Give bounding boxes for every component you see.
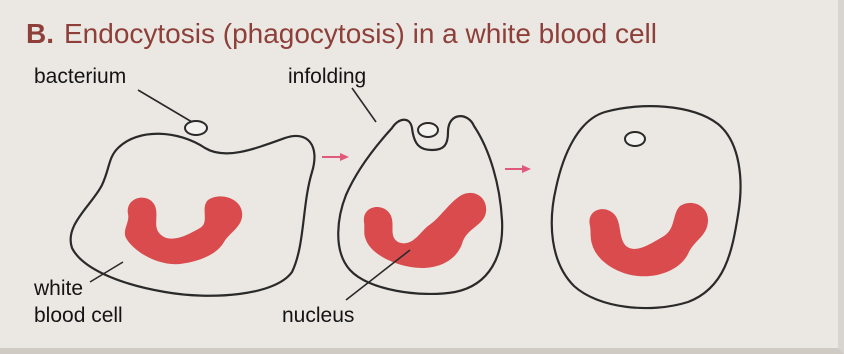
arrow-2-head <box>522 165 531 173</box>
label-nucleus: nucleus <box>282 303 354 328</box>
bacterium-pointer <box>138 90 192 122</box>
label-bacterium: bacterium <box>34 64 126 89</box>
infolding-pointer <box>352 88 376 122</box>
vesicle-bacterium <box>625 132 645 146</box>
label-white: white <box>34 276 83 301</box>
cell-1-nucleus <box>125 196 242 264</box>
cell-3-nucleus <box>589 203 708 276</box>
label-blood-cell: blood cell <box>34 303 123 328</box>
arrow-1-head <box>340 153 349 161</box>
cell-2-nucleus <box>364 193 486 268</box>
label-infolding: infolding <box>288 64 366 89</box>
engulfed-bacterium <box>418 123 438 137</box>
bacterium <box>185 121 207 135</box>
cell-3-membrane <box>552 106 741 308</box>
